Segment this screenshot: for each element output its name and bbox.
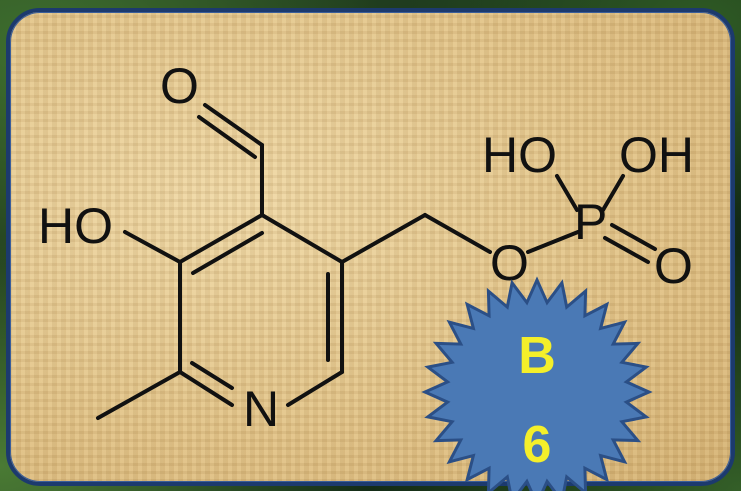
- atom-phosphate-o: O: [654, 238, 693, 294]
- badge-line-2: 6: [523, 416, 552, 474]
- bond-ring-1: [260, 213, 344, 264]
- atom-aldehyde-o: O: [160, 58, 199, 114]
- bond-o-p: [526, 230, 580, 254]
- badge-line-1: B: [518, 327, 556, 385]
- atom-phosphate-oh-right: OH: [619, 127, 694, 183]
- atom-phosphorus: P: [574, 194, 607, 250]
- bond-ch2-o: [423, 213, 492, 254]
- bond-lines: [96, 103, 657, 420]
- bond-p-o: [603, 236, 650, 264]
- bond-ring-6: [178, 213, 264, 264]
- badge-starburst: [421, 276, 653, 491]
- bond-ring-6-double: [191, 231, 264, 275]
- bond-ring-3: [286, 370, 344, 407]
- bond-c-o: [203, 103, 264, 147]
- bond-ring-4-double: [190, 361, 234, 390]
- bond-p-oh-left: [555, 174, 579, 212]
- bond-ring-4: [178, 370, 234, 407]
- bond-methyl: [96, 370, 182, 420]
- vitamin-badge: B 6: [421, 276, 653, 491]
- atom-nitrogen: N: [243, 381, 279, 437]
- bond-p-oh-right: [601, 174, 625, 212]
- bond-c-oh: [123, 230, 182, 264]
- atom-ester-o: O: [490, 235, 529, 291]
- bond-c-o-double: [197, 115, 257, 159]
- atom-hydroxyl: HO: [38, 198, 113, 254]
- bond-ch2: [340, 213, 427, 264]
- atom-phosphate-oh-left: HO: [482, 127, 557, 183]
- bond-p-o-double: [610, 223, 657, 251]
